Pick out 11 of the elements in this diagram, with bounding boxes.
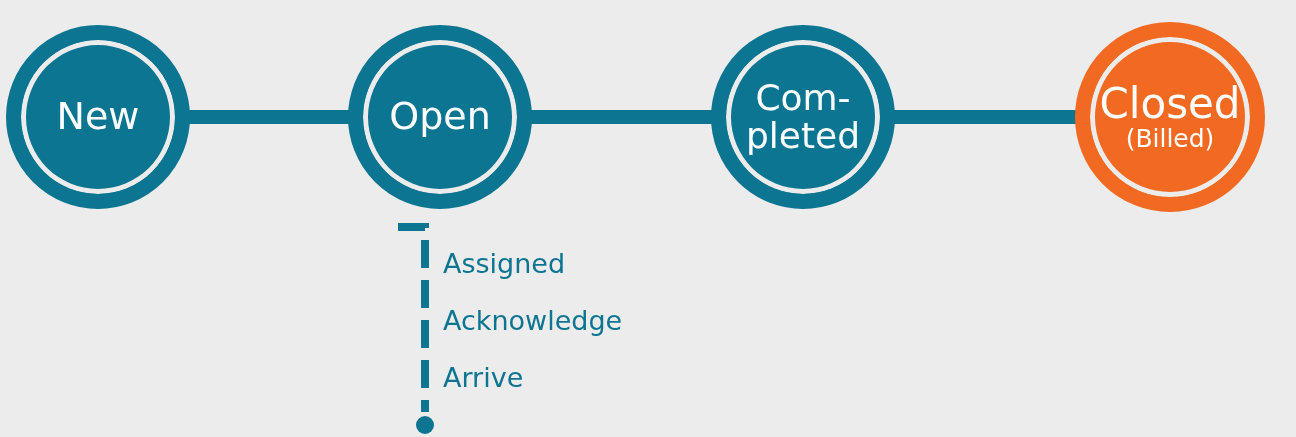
sub-status-label: Arrive bbox=[443, 362, 524, 393]
status-label: New bbox=[56, 97, 140, 137]
status-label: Com- pleted bbox=[744, 79, 862, 155]
sub-status-label: Acknowledge bbox=[443, 305, 623, 336]
connector-line bbox=[893, 110, 1077, 124]
status-label: Closed bbox=[1099, 81, 1241, 126]
status-note: (Billed) bbox=[1125, 125, 1215, 153]
connector-line bbox=[530, 110, 713, 124]
connector-line bbox=[188, 110, 350, 124]
sub-status-label: Assigned bbox=[443, 248, 566, 279]
status-label: Open bbox=[389, 97, 491, 137]
